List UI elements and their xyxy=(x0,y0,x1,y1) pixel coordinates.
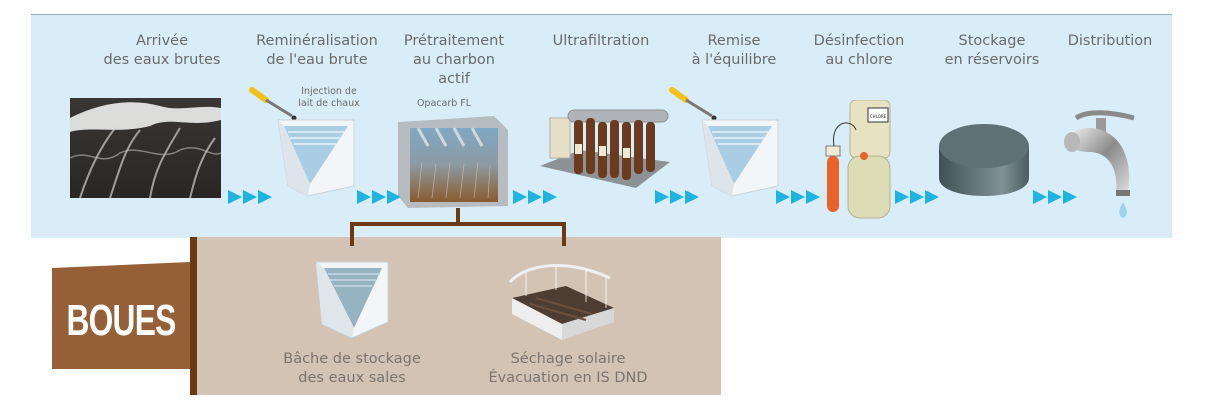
flow-arrows xyxy=(655,190,699,204)
step-title-distribution: Distribution xyxy=(1058,32,1162,51)
arrow-icon xyxy=(387,190,401,204)
step-title-line: en réservoirs xyxy=(944,52,1040,68)
arrow-icon xyxy=(776,190,790,204)
flow-arrows xyxy=(895,190,939,204)
step-title-remise: Remise à l'équilibre xyxy=(676,32,792,70)
step-title-pretraitement: Prétraitement au charbon actif xyxy=(392,32,516,89)
arrow-icon xyxy=(910,190,924,204)
sludge-panel xyxy=(190,237,721,395)
sludge-label-line: Évacuation en IS DND xyxy=(488,370,648,386)
step-title-line: Remise xyxy=(707,33,761,49)
dropper-icon xyxy=(669,87,717,127)
step-title-line: Arrivée xyxy=(135,33,189,49)
dosing-tank-icon xyxy=(669,87,779,197)
arrow-icon xyxy=(1033,190,1047,204)
arrow-icon xyxy=(357,190,371,204)
arrow-icon xyxy=(513,190,527,204)
step-title-ultrafiltration: Ultrafiltration xyxy=(538,32,664,51)
solar-dryer-icon xyxy=(508,264,614,340)
arrow-icon xyxy=(543,190,557,204)
arrow-icon xyxy=(895,190,909,204)
step-title-line: Désinfection xyxy=(813,33,905,49)
step-title-remineralisation: Reminéralisation de l'eau brute xyxy=(246,32,388,70)
carbon-reactor-icon xyxy=(398,116,508,208)
arrow-icon xyxy=(258,190,272,204)
flow-arrows xyxy=(1033,190,1077,204)
flow-arrows xyxy=(513,190,557,204)
step-title-line: Ultrafiltration xyxy=(552,33,650,49)
step-title-line: Distribution xyxy=(1067,33,1153,49)
arrow-icon xyxy=(528,190,542,204)
river-water-photo-icon xyxy=(70,98,221,198)
sludge-label-line: Bâche de stockage xyxy=(283,351,421,367)
sludge-item-storage-label: Bâche de stockage des eaux sales xyxy=(268,350,436,388)
chlorinator-icon: CHLORE xyxy=(825,100,891,219)
arrow-icon xyxy=(243,190,257,204)
step-title-stockage: Stockage en réservoirs xyxy=(934,32,1050,70)
membrane-skid-icon xyxy=(540,109,670,188)
arrow-icon xyxy=(1048,190,1062,204)
reservoir-icon xyxy=(939,124,1029,196)
flow-arrows xyxy=(228,190,272,204)
step-title-line: Stockage xyxy=(958,33,1026,49)
step-title-line: Reminéralisation xyxy=(256,33,378,49)
arrow-icon xyxy=(806,190,820,204)
arrow-icon xyxy=(372,190,386,204)
sludge-connector-stem xyxy=(456,208,460,224)
sludge-label-line: des eaux sales xyxy=(298,370,406,386)
sludge-label-line: Séchage solaire xyxy=(510,351,626,367)
sludge-tag-label: BOUES xyxy=(66,295,176,345)
flow-arrows xyxy=(357,190,401,204)
sludge-item-dryer-label: Séchage solaire Évacuation en IS DND xyxy=(480,350,656,388)
svg-text:CHLORE: CHLORE xyxy=(870,114,887,119)
arrow-icon xyxy=(1063,190,1077,204)
sludge-tag xyxy=(52,262,190,369)
sub-label-opacarb: Opacarb FL xyxy=(404,98,484,110)
step-title-line: de l'eau brute xyxy=(266,52,368,68)
flow-arrows xyxy=(776,190,820,204)
arrow-icon xyxy=(925,190,939,204)
sub-label-line: Opacarb FL xyxy=(416,98,472,109)
step-title-arrivee: Arrivée des eaux brutes xyxy=(92,32,232,70)
step-title-line: à l'équilibre xyxy=(691,52,777,68)
storage-tank-icon xyxy=(315,261,389,339)
step-title-line: des eaux brutes xyxy=(103,52,221,68)
step-title-line: actif xyxy=(438,71,470,87)
arrow-icon xyxy=(670,190,684,204)
step-title-line: Prétraitement xyxy=(403,33,505,49)
arrow-icon xyxy=(791,190,805,204)
sludge-panel-divider xyxy=(190,237,197,395)
step-title-line: au chlore xyxy=(825,52,893,68)
sludge-connector-bar xyxy=(350,222,566,226)
sub-label-injection: Injection de lait de chaux xyxy=(284,86,374,110)
sludge-connector-left xyxy=(350,222,354,246)
step-title-line: au charbon xyxy=(413,52,495,68)
sub-label-line: lait de chaux xyxy=(298,98,360,109)
dosing-tank-icon xyxy=(249,87,355,197)
arrow-icon xyxy=(685,190,699,204)
step-title-desinfection: Désinfection au chlore xyxy=(804,32,914,70)
sludge-connector-right xyxy=(562,222,566,246)
arrow-icon xyxy=(655,190,669,204)
water-tap-icon xyxy=(1064,110,1135,218)
sub-label-line: Injection de xyxy=(301,86,357,97)
arrow-icon xyxy=(228,190,242,204)
